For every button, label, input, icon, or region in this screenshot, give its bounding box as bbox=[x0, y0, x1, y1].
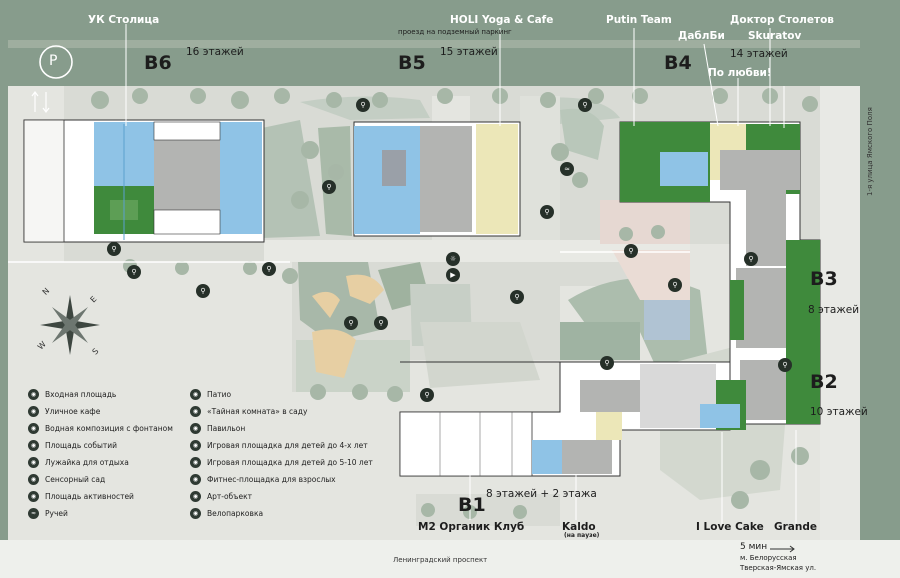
compass-rose-icon bbox=[40, 295, 100, 355]
patio-icon: ◉ bbox=[190, 389, 201, 400]
stream-icon: ≈ bbox=[560, 162, 574, 176]
bike-icon-3: ⚲ bbox=[744, 252, 758, 266]
map-legend: ◉Входная площадь ◉Уличное кафе ◉Водная к… bbox=[28, 389, 408, 524]
street-cafe-icon: ⚲ bbox=[540, 205, 554, 219]
legend-item: ◉Входная площадь bbox=[28, 389, 116, 400]
parking-letter: P bbox=[49, 53, 58, 69]
pavilion-icon: ◉ bbox=[190, 423, 201, 434]
fountain-icon-2: ⚲ bbox=[668, 278, 682, 292]
fitness-icon: ⚲ bbox=[600, 356, 614, 370]
legend-item: ◉Велопарковка bbox=[190, 508, 263, 519]
legend-item: ◉Уличное кафе bbox=[28, 406, 100, 417]
playground-icon: ⚲ bbox=[344, 316, 358, 330]
building-floors: 8 этажей bbox=[808, 304, 860, 316]
tenant-label: Skuratov bbox=[748, 30, 802, 42]
building-name: B4 bbox=[664, 52, 692, 74]
legend-item: ◉Фитнес-площадка для взрослых bbox=[190, 474, 336, 485]
building-name: B1 bbox=[458, 494, 486, 516]
tenant-label: Доктор Столетов bbox=[730, 14, 834, 26]
tenant-label: Kaldo bbox=[562, 521, 596, 533]
legend-item: ◉Павильон bbox=[190, 423, 245, 434]
sensory-icon: ⚲ bbox=[624, 244, 638, 258]
legend-item: ◉Игровая площадка для детей до 5-10 лет bbox=[190, 457, 373, 468]
legend-item: ◉Площадь активностей bbox=[28, 491, 134, 502]
building-name: B6 bbox=[144, 52, 172, 74]
event-square-icon: ⚲ bbox=[322, 180, 336, 194]
secret-room-icon: ◉ bbox=[190, 406, 201, 417]
toddler-playground-icon: ◉ bbox=[190, 440, 201, 451]
building-name: B3 bbox=[810, 268, 838, 290]
parking-entrance-note: проезд на подземный паркинг bbox=[398, 28, 512, 36]
tenant-label: M2 Органик Клуб bbox=[418, 521, 525, 533]
sun-icon: ☼ bbox=[446, 252, 460, 266]
walk-time: 5 мин bbox=[740, 542, 768, 552]
fountain-icon: ◉ bbox=[28, 423, 39, 434]
building-floors: 8 этажей + 2 этажа bbox=[486, 488, 597, 500]
building-floors: 15 этажей bbox=[440, 46, 498, 58]
sensory-garden-icon: ◉ bbox=[28, 474, 39, 485]
cafe-icon: ◉ bbox=[28, 406, 39, 417]
patio-icon: ⚲ bbox=[578, 98, 592, 112]
tenant-label: I Love Cake bbox=[696, 521, 764, 533]
legend-item: ◉Лужайка для отдыха bbox=[28, 457, 129, 468]
bike-parking-icon: ◉ bbox=[190, 508, 201, 519]
building-name: B2 bbox=[810, 371, 838, 393]
fountain-icon: ⚲ bbox=[127, 265, 141, 279]
building-name: B5 bbox=[398, 52, 426, 74]
bike-icon-4: ⚲ bbox=[778, 358, 792, 372]
legend-item: ◉Игровая площадка для детей до 4-х лет bbox=[190, 440, 368, 451]
legend-item: ◉Водная композиция с фонтаном bbox=[28, 423, 173, 434]
legend-item: ◉Площадь событий bbox=[28, 440, 117, 451]
entrance-square-icon: ◉ bbox=[28, 389, 39, 400]
music-icon: ▶ bbox=[446, 268, 460, 282]
bike-icon: ⚲ bbox=[374, 316, 388, 330]
bottom-street-label: Ленинградский проспект bbox=[393, 556, 488, 564]
tenant-label: ДаблБи bbox=[678, 30, 725, 42]
stream-icon: ≈ bbox=[28, 508, 39, 519]
legend-item: ◉«Тайная комната» в саду bbox=[190, 406, 307, 417]
lawn-icon: ⚲ bbox=[196, 284, 210, 298]
right-street-label: 1-я улица Ямского Поля bbox=[866, 107, 874, 196]
tenant-label: Putin Team bbox=[606, 14, 672, 26]
kids-playground-icon: ◉ bbox=[190, 457, 201, 468]
tenant-label: Grande bbox=[774, 521, 817, 533]
tenant-note: (на паузе) bbox=[564, 532, 600, 539]
bike-icon-2: ⚲ bbox=[420, 388, 434, 402]
walk-station: м. Белорусская bbox=[740, 554, 797, 562]
art-object-icon: ◉ bbox=[190, 491, 201, 502]
building-floors: 14 этажей bbox=[730, 48, 788, 60]
activity-square-icon: ◉ bbox=[28, 491, 39, 502]
fitness-icon: ◉ bbox=[190, 474, 201, 485]
event-square-icon: ◉ bbox=[28, 440, 39, 451]
tenant-label: HOLI Yoga & Cafe bbox=[450, 14, 554, 26]
walk-street: Тверская-Ямская ул. bbox=[740, 564, 817, 572]
lawn-icon-2: ⚲ bbox=[356, 98, 370, 112]
art-object-icon: ⚲ bbox=[510, 290, 524, 304]
parking-sign-icon bbox=[39, 45, 73, 79]
building-floors: 10 этажей bbox=[810, 406, 868, 418]
building-floors: 16 этажей bbox=[186, 46, 244, 58]
legend-item: ≈Ручей bbox=[28, 508, 68, 519]
bike-parking-icon: ⚲ bbox=[107, 242, 121, 256]
tenant-label: УК Столица bbox=[88, 14, 160, 26]
sensory-garden-icon: ⚲ bbox=[262, 262, 276, 276]
legend-item: ◉Сенсорный сад bbox=[28, 474, 105, 485]
legend-item: ◉Патио bbox=[190, 389, 231, 400]
legend-item: ◉Арт-объект bbox=[190, 491, 252, 502]
lawn-icon: ◉ bbox=[28, 457, 39, 468]
tenant-label: По любви! bbox=[708, 67, 772, 79]
